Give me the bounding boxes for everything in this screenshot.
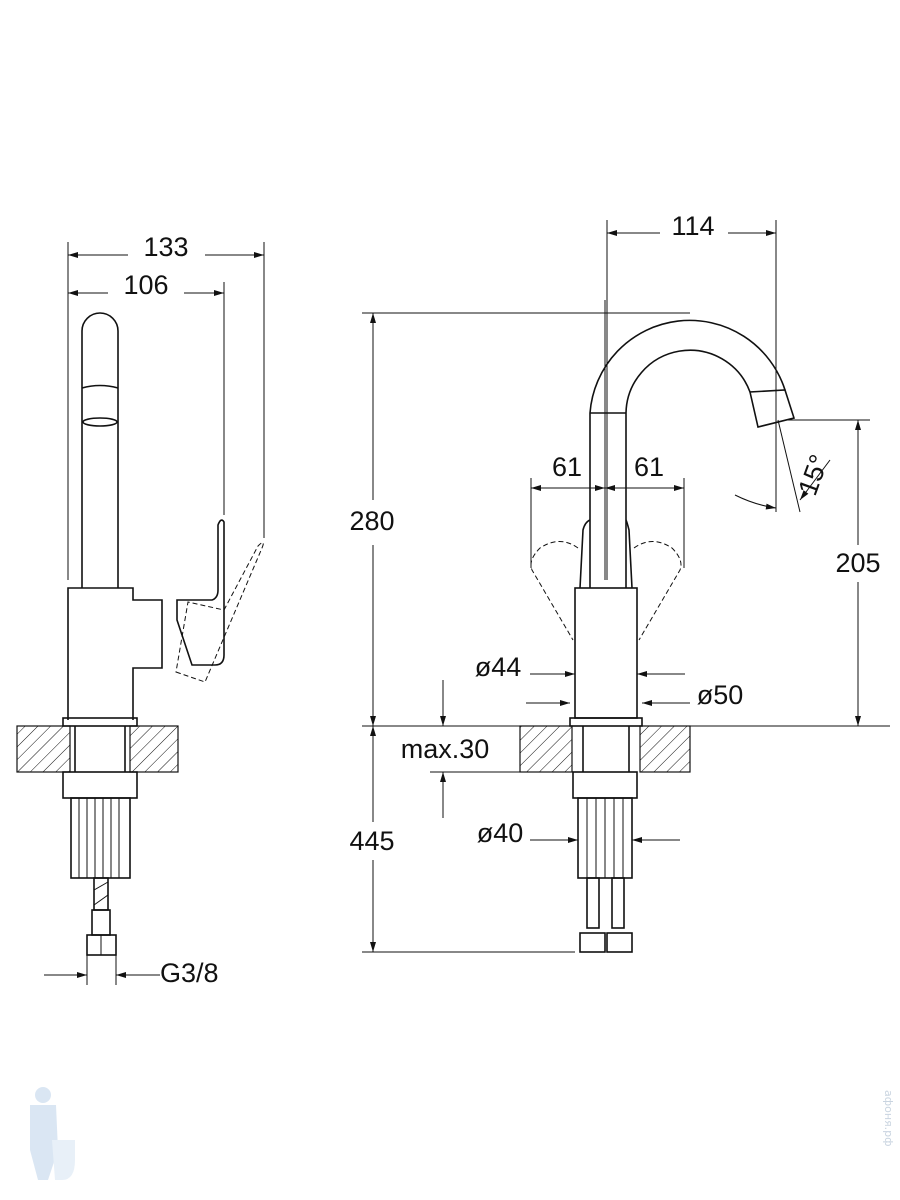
mounting-nut-side (62, 771, 138, 799)
dim-width-overall: 133 (143, 232, 188, 262)
lever-side (176, 519, 225, 666)
hose-nut-left (579, 932, 606, 953)
shank-fins-side (70, 797, 131, 879)
dim-lever-right: 61 (634, 452, 664, 482)
watermark-logo (30, 1087, 75, 1180)
front-view: 114 280 445 max.30 15° 205 (349, 211, 890, 953)
dim-height-overall: 280 (349, 506, 394, 536)
side-view: 133 106 G3/8 (16, 232, 265, 988)
dim-outlet-height: 205 (835, 548, 880, 578)
spout-outlet (749, 389, 796, 428)
lever-front (579, 519, 633, 589)
mounting-nut-front (572, 771, 638, 799)
dim-body-top-diameter: ø44 (475, 652, 522, 682)
watermark-text: афоня.рф (882, 1090, 895, 1147)
dim-shank-diameter: ø40 (477, 818, 524, 848)
body-side (67, 587, 163, 720)
body-front (574, 587, 638, 719)
spout-side (81, 312, 119, 588)
dim-spout-reach: 114 (671, 211, 714, 241)
hose-right (611, 877, 625, 929)
dim-connection-thread: G3/8 (160, 958, 219, 988)
dim-lever-left: 61 (552, 452, 582, 482)
aerator (82, 417, 118, 427)
hose-left (586, 877, 600, 929)
hose-nut-right (606, 932, 633, 953)
dim-max-countertop: max.30 (401, 734, 490, 764)
dim-spout-angle: 15° (792, 451, 834, 500)
spout-front (589, 319, 786, 588)
shank-fins-front (577, 797, 633, 879)
dim-body-base-diameter: ø50 (697, 680, 744, 710)
dim-below-counter: 445 (349, 826, 394, 856)
dim-width-spout: 106 (123, 270, 168, 300)
